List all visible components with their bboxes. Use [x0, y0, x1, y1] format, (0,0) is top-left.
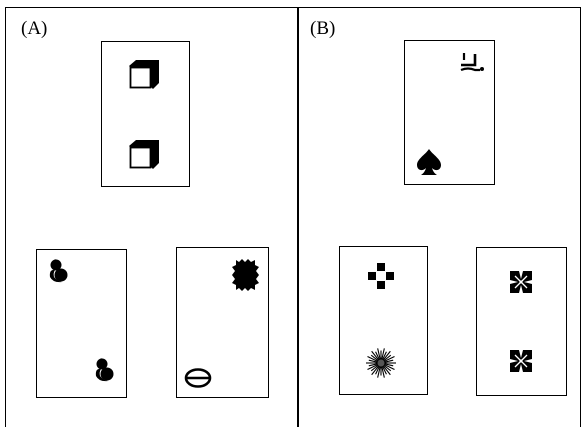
cube-icon [129, 140, 159, 169]
panel-a-left-card [36, 249, 127, 398]
sunburst-ray [377, 348, 382, 362]
sunburst-ray [370, 363, 380, 372]
sunburst-ray [380, 364, 385, 378]
sunburst-icon [366, 348, 396, 378]
sunburst-ray [377, 364, 382, 378]
sunburst-ray [381, 364, 387, 375]
sunburst-ray [371, 350, 381, 362]
sunburst-ray [382, 359, 394, 364]
panel-a-label: (A) [21, 18, 48, 39]
maltese-cross-icon [510, 271, 532, 293]
hook-glyph-icon [460, 53, 484, 72]
sunburst-ray [382, 362, 394, 367]
diamond-checker-icon [368, 263, 394, 289]
cube-icon [129, 60, 159, 89]
panel-b-label: (B) [310, 18, 336, 39]
starburst-blob-icon [232, 259, 259, 291]
sunburst-ray [367, 355, 380, 363]
sunburst-ray [382, 363, 392, 372]
theta-oval-icon [184, 368, 212, 388]
spade-icon [417, 149, 441, 175]
sunburst-ray [370, 354, 380, 363]
sunburst-ray [381, 364, 391, 376]
figure-frame [5, 7, 581, 427]
panel-b-top-card [404, 40, 495, 185]
sunburst-ray [382, 355, 395, 363]
sunburst-ray [382, 363, 395, 371]
sunburst-ray [375, 364, 381, 375]
panel-a-right-card [176, 247, 269, 398]
sunburst-ray [368, 359, 380, 364]
comma-pair-icon [49, 259, 68, 283]
sunburst-ray [367, 363, 380, 371]
sunburst-ray [381, 351, 387, 362]
maltese-cross-icon [510, 350, 532, 372]
panel-b-right-card [476, 247, 567, 396]
panel-divider [297, 7, 299, 427]
panel-b-left-card [339, 246, 428, 395]
panel-a-top-card [101, 41, 190, 187]
sunburst-ray [368, 362, 380, 367]
sunburst-ray [380, 348, 385, 362]
sunburst-ray [375, 351, 381, 362]
sunburst-ray [371, 364, 381, 376]
sunburst-ray [381, 350, 391, 362]
sunburst-ray [382, 354, 392, 363]
comma-pair-icon [95, 358, 114, 382]
